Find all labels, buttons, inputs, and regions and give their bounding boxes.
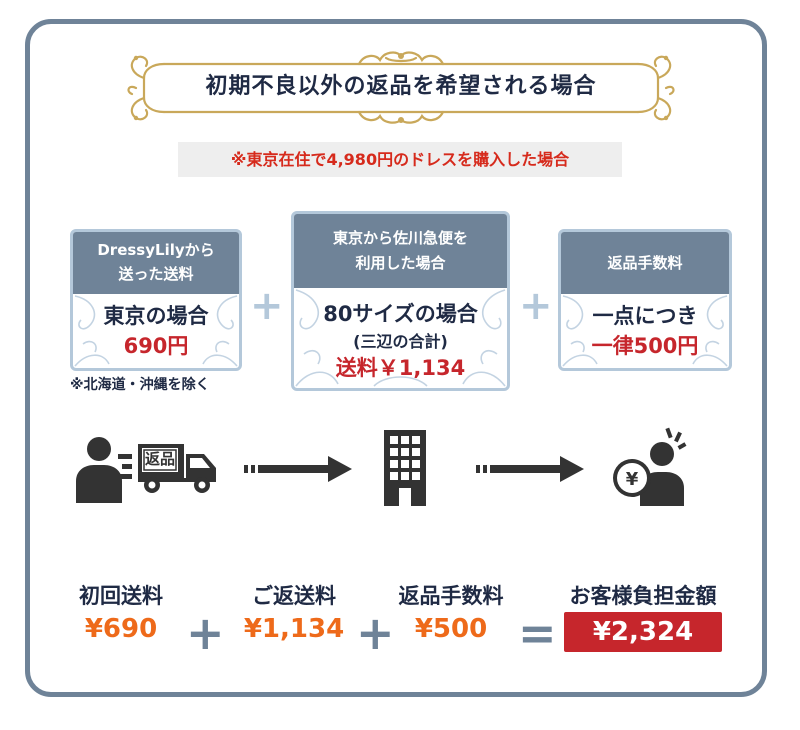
- plus-sign: +: [519, 283, 553, 329]
- card-return-value: 送料￥1,134: [335, 356, 466, 380]
- ornate-frame-icon: [127, 51, 675, 124]
- card-shipping-main: 東京の場合: [103, 304, 209, 328]
- card-return-shipping-header: 東京から佐川急便を 利用した場合: [294, 214, 507, 288]
- card-shipping: DressyLilyから 送った送料 東京の場合 690円: [70, 229, 242, 371]
- card-return-header-line2: 利用した場合: [355, 254, 446, 272]
- arrow-icon: [476, 456, 584, 482]
- summary-label-shipping: 初回送料: [79, 584, 163, 608]
- card-fee: 返品手数料 一点につき 一律500円: [558, 229, 732, 371]
- summary-amount-return: ¥1,134: [243, 614, 345, 644]
- card-return-shipping: 東京から佐川急便を 利用した場合 80サイズの場合 (三辺の合計) 送料￥1,1…: [291, 211, 510, 391]
- card-fee-header: 返品手数料: [561, 232, 729, 294]
- summary-total-label: お客様負担金額: [569, 584, 717, 608]
- card-shipping-header-line2: 送った送料: [118, 265, 194, 283]
- example-note: ※東京在住で4,980円のドレスを購入した場合: [178, 142, 622, 177]
- card-return-main: 80サイズの場合: [323, 302, 478, 326]
- plus-sign: +: [250, 283, 284, 329]
- card-shipping-header-line1: DressyLilyから: [97, 241, 215, 259]
- card-return-sub: (三辺の合計): [353, 332, 448, 351]
- ornament-icon: [295, 289, 506, 387]
- card-return-header-line1: 東京から佐川急便を: [332, 229, 468, 247]
- summary-amount-fee: ¥500: [414, 614, 488, 644]
- building-icon: [384, 430, 426, 506]
- summary-label-return: ご返送料: [252, 584, 336, 608]
- svg-text:¥: ¥: [626, 469, 639, 490]
- ornament-icon: [74, 295, 238, 367]
- summary-label-fee: 返品手数料: [398, 584, 504, 608]
- card-fee-value: 一律500円: [591, 334, 699, 358]
- truck-label: 返品: [144, 450, 175, 468]
- card-shipping-footnote: ※北海道・沖縄を除く: [70, 377, 210, 393]
- worried-person-icon: ¥: [613, 427, 687, 506]
- card-shipping-value: 690円: [123, 334, 189, 358]
- card-fee-main: 一点につき: [592, 304, 698, 328]
- ornament-icon: [562, 295, 728, 367]
- card-shipping-header: DressyLilyから 送った送料: [73, 232, 239, 294]
- page-title: 初期不良以外の返品を希望される場合: [205, 74, 597, 99]
- person-icon: [76, 437, 122, 503]
- summary-amount-shipping: ¥690: [84, 614, 158, 644]
- plus-sign: +: [356, 606, 395, 660]
- truck-icon: [118, 444, 216, 493]
- title-banner: 初期不良以外の返品を希望される場合: [124, 50, 678, 124]
- plus-sign: +: [186, 606, 225, 660]
- summary-total: ¥2,324: [564, 612, 722, 652]
- equals-sign: =: [518, 606, 557, 660]
- arrow-icon: [244, 456, 352, 482]
